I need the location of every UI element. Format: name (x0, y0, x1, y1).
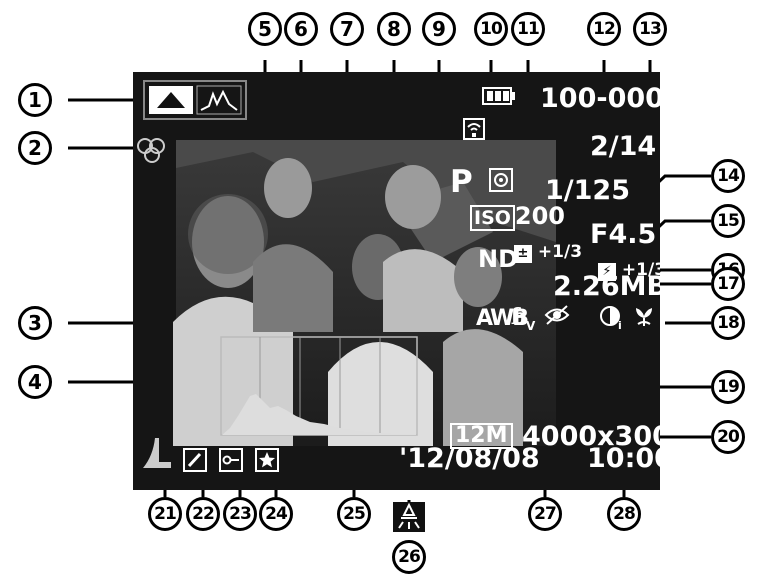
callout-28: 28 (607, 497, 641, 531)
callout-24: 24 (259, 497, 293, 531)
macro-focus-icon (632, 304, 656, 328)
callout-22: 22 (186, 497, 220, 531)
callout-9: 9 (422, 12, 456, 46)
callout-27: 27 (528, 497, 562, 531)
callout-18: 18 (711, 306, 745, 340)
callout-23: 23 (223, 497, 257, 531)
svg-text:ɓ: ɓ (511, 304, 526, 330)
callout-12: 12 (587, 12, 621, 46)
capture-time: 10:00 (587, 445, 660, 472)
callout-21: 21 (148, 497, 182, 531)
red-eye-correction-icon (543, 302, 571, 328)
callout-15: 15 (711, 204, 745, 238)
iso-label: ISO (470, 205, 515, 231)
exposure-comp-icon: ± (514, 245, 532, 263)
aperture-value: F4.5 (590, 221, 656, 248)
exposure-compensation: ± +1/3 (514, 244, 582, 263)
callout-10: 10 (474, 12, 508, 46)
histogram-chart (220, 336, 418, 436)
callout-2: 2 (18, 131, 52, 165)
callout-13: 13 (633, 12, 667, 46)
callout-4: 4 (18, 365, 52, 399)
callout-17: 17 (711, 267, 745, 301)
callout-20: 20 (711, 420, 745, 454)
callout-14: 14 (711, 159, 745, 193)
callout-1: 1 (18, 83, 52, 117)
favorites-star-icon (255, 448, 279, 472)
callout-7: 7 (330, 12, 364, 46)
metering-mode-icon (489, 168, 513, 192)
my-colors-icon (183, 448, 207, 472)
eye-fi-transfer-icon (463, 118, 485, 140)
compression-quality-icon (139, 436, 173, 472)
svg-text:V: V (526, 319, 536, 332)
i-contrast-icon: i (599, 304, 629, 330)
callout-25: 25 (337, 497, 371, 531)
histogram-toggle-icon (143, 80, 247, 120)
my-colors-sv-icon: ɓ V (509, 302, 537, 332)
iso-value: 200 (515, 202, 565, 230)
callout-11: 11 (511, 12, 545, 46)
capture-date: '12/08/08 (399, 445, 540, 472)
callout-19: 19 (711, 370, 745, 404)
file-size: 2.26MB (553, 273, 660, 300)
flash-light-icon (393, 502, 425, 532)
exposure-comp-value: +1/3 (538, 242, 582, 262)
protection-key-icon (219, 448, 243, 472)
shutter-speed: 1/125 (545, 177, 630, 204)
callout-6: 6 (284, 12, 318, 46)
face-id-icon (135, 134, 169, 164)
image-count: 2/14 (590, 133, 656, 160)
battery-level-icon (482, 86, 516, 106)
shooting-mode: P (450, 167, 473, 198)
callout-26: 26 (392, 540, 426, 574)
nd-filter: ND (478, 247, 518, 271)
svg-text:i: i (618, 319, 622, 330)
callout-5: 5 (248, 12, 282, 46)
callout-3: 3 (18, 306, 52, 340)
callout-8: 8 (377, 12, 411, 46)
